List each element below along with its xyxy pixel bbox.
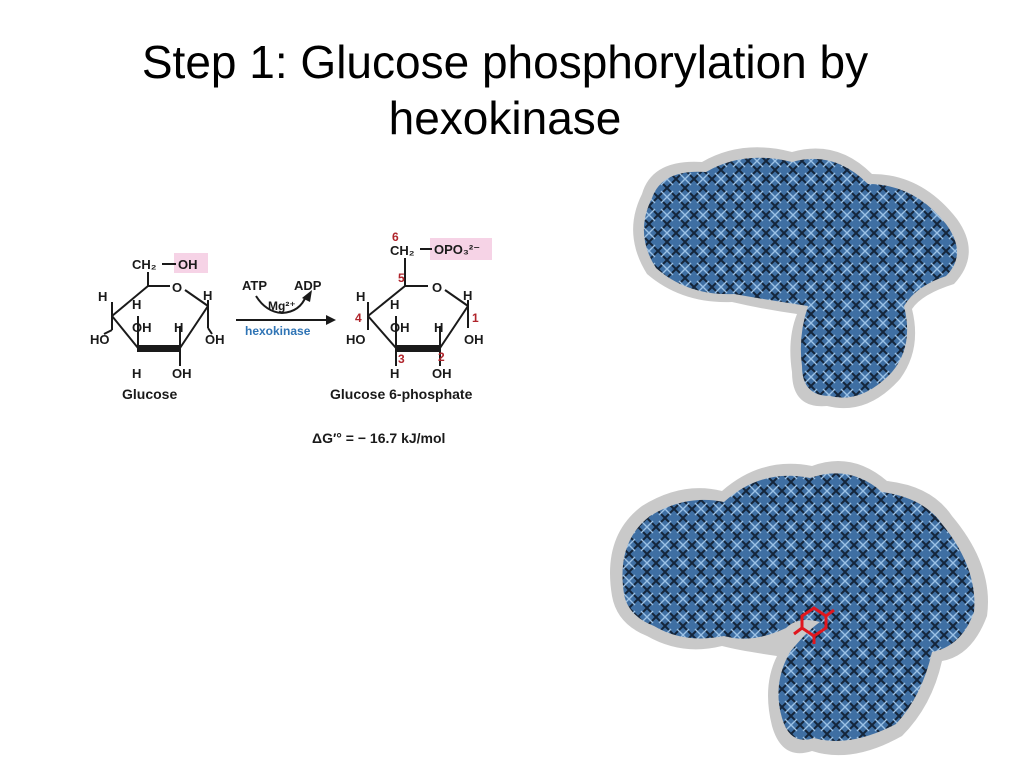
glucose-h-c5: H: [132, 297, 141, 312]
g6p-name: Glucose 6-phosphate: [330, 386, 473, 402]
reaction-arrow: ATP ADP Mg²⁺ hexokinase: [236, 278, 336, 338]
g6p-oh-c3: OH: [390, 320, 410, 335]
g6p-h-c1: H: [463, 288, 472, 303]
glucose-h-c3: H: [132, 366, 141, 381]
title-line-1: Step 1: Glucose phosphorylation by: [141, 36, 869, 88]
g6p-h-c2: H: [434, 320, 443, 335]
g6p-oh-c1: OH: [464, 332, 484, 347]
adp-label: ADP: [294, 278, 322, 293]
delta-g-label: ΔG′° = − 16.7 kJ/mol: [312, 430, 445, 446]
g6p-oh-c2: OH: [432, 366, 452, 381]
g6p-ring-o: O: [432, 280, 442, 295]
glucose-oh-c1: OH: [205, 332, 225, 347]
glucose-oh-highlight: [174, 253, 208, 273]
glucose-h-c1: H: [203, 288, 212, 303]
reaction-diagram: CH₂ OH O H H H H HO OH OH H OH Glucose A…: [90, 230, 492, 446]
g6p-c3-number: 3: [398, 352, 405, 366]
g6p-phosphate: OPO₃²⁻: [434, 242, 480, 257]
phosphate-highlight: [430, 238, 492, 260]
g6p-ch2: CH₂: [390, 243, 415, 258]
g6p-labels: 6 CH₂ OPO₃²⁻ 5 O H H H H 4 1 HO OH OH 3 …: [330, 230, 484, 402]
glucose-oh-c3: OH: [132, 320, 152, 335]
glucose-labels: CH₂ OH O H H H H HO OH OH H OH Glucose: [90, 257, 225, 402]
g6p-c5-number: 5: [398, 271, 405, 285]
glucose-name: Glucose: [122, 386, 177, 402]
title-line-2: hexokinase: [388, 92, 622, 144]
g6p-structure: [367, 248, 469, 366]
g6p-c2-number: 2: [438, 350, 445, 364]
glucose-ho-c4: HO: [90, 332, 110, 347]
glucose-ch2: CH₂: [132, 257, 157, 272]
g6p-h-c4: H: [356, 289, 365, 304]
g6p-c1-number: 1: [472, 311, 479, 325]
g6p-c6-number: 6: [392, 230, 399, 244]
glucose-ring-o: O: [172, 280, 182, 295]
mg-label: Mg²⁺: [268, 299, 296, 313]
g6p-c4-number: 4: [355, 311, 362, 325]
g6p-h-c3: H: [390, 366, 399, 381]
glucose-ligand: [793, 606, 835, 644]
enzyme-label: hexokinase: [245, 324, 311, 338]
slide-title: Step 1: Glucose phosphorylation by hexok…: [40, 34, 970, 146]
glucose-structure: [103, 263, 213, 366]
hexokinase-open-structure-image: [633, 147, 969, 409]
glucose-h-c4: H: [98, 289, 107, 304]
g6p-h-c5: H: [390, 297, 399, 312]
glucose-h-c2: H: [174, 320, 183, 335]
atp-label: ATP: [242, 278, 267, 293]
g6p-ho-c4: HO: [346, 332, 366, 347]
hexokinase-bound-glucose-structure-image: [610, 461, 988, 756]
glucose-oh-6: OH: [178, 257, 198, 272]
glucose-oh-c2: OH: [172, 366, 192, 381]
